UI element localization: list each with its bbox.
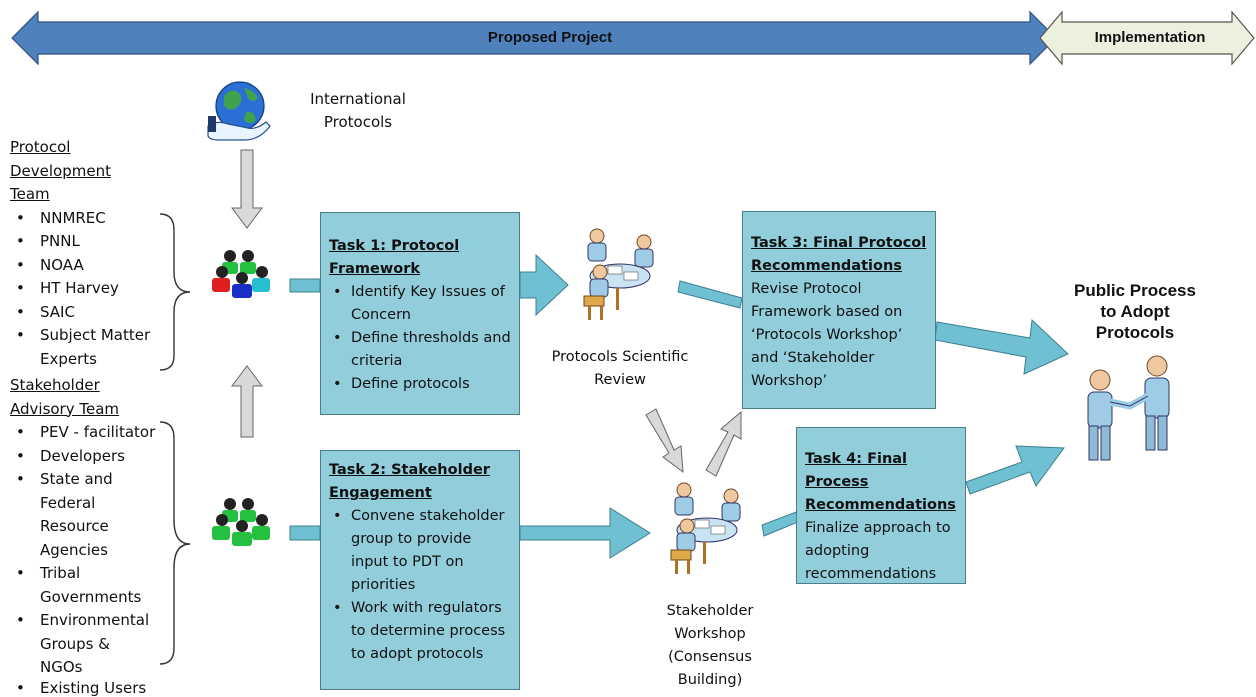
task1-box: Task 1: Protocol Framework Identify Key … — [320, 212, 520, 415]
task1-title: Framework — [329, 261, 421, 277]
workshop-meeting-icon — [670, 482, 741, 574]
implementation-label: Implementation — [1094, 29, 1206, 46]
task1-bullet: Identify Key Issues of Concern — [333, 281, 511, 327]
sat-member-cont: Resource — [40, 517, 109, 535]
sat-member-cont: NGOs — [40, 658, 83, 676]
task1-bullet: Define protocols — [333, 373, 511, 396]
sat-member-cont: Groups & — [40, 634, 110, 653]
pdt-member: PNNL — [16, 230, 170, 254]
gray-arrow-workshop-to-task3 — [705, 410, 742, 477]
gray-arrow-review-to-workshop — [645, 408, 684, 474]
arrow-sat-to-task2 — [289, 525, 321, 541]
sat-member: Tribal — [16, 562, 170, 586]
pdt-member: HT Harvey — [16, 277, 170, 301]
arrow-task4-to-public — [965, 445, 1065, 495]
task2-bullet: Work with regulators to determine proces… — [333, 597, 511, 666]
sat-member-cont: Agencies — [40, 540, 108, 559]
sat-heading-line: Advisory Team — [10, 399, 120, 418]
task2-title: Engagement — [329, 485, 432, 501]
task1-title: Task 1: Protocol — [329, 238, 460, 254]
review-meeting-icon — [583, 228, 654, 320]
arrow-task3-to-public — [934, 318, 1069, 375]
arrow-task1-to-review — [519, 253, 569, 317]
sat-member-cont: Federal — [40, 493, 96, 512]
task4-box: Task 4: Final Process Recommendations Fi… — [796, 427, 966, 584]
globe-hand-icon — [207, 81, 271, 141]
pdt-brace — [159, 213, 191, 371]
international-protocols-label: International Protocols — [310, 90, 406, 131]
sat-member: PEV - facilitator — [16, 421, 170, 445]
sat-brace — [159, 421, 191, 665]
implementation-banner — [1039, 10, 1255, 66]
task3-title: Recommendations — [751, 258, 902, 274]
pdt-list: Protocol Development Team NNMREC PNNL NO… — [10, 136, 170, 371]
workshop-caption: Stakeholder Workshop (Consensus Building… — [666, 603, 754, 688]
gray-arrow-down — [231, 149, 263, 229]
review-caption: Protocols Scientific Review — [551, 349, 689, 388]
pdt-member: NNMREC — [16, 207, 170, 231]
task2-bullet: Convene stakeholder group to provide inp… — [333, 505, 511, 597]
proposed-project-label: Proposed Project — [487, 29, 613, 46]
sat-list: Stakeholder Advisory Team PEV - facilita… — [10, 374, 170, 696]
pdt-heading-line: Development — [10, 161, 111, 180]
sat-people-icon — [212, 498, 270, 546]
pdt-member: Subject Matter — [16, 324, 170, 348]
handshake-icon — [1087, 355, 1170, 461]
sat-heading-line: Stakeholder — [10, 376, 100, 394]
task3-title: Task 3: Final Protocol — [751, 235, 927, 251]
pdt-member: NOAA — [16, 254, 170, 278]
pdt-people-icon — [212, 250, 270, 298]
sat-member: Environmental — [16, 609, 170, 633]
task4-title: Recommendations — [805, 497, 956, 513]
task4-title: Task 4: Final Process — [805, 451, 908, 490]
gray-arrow-up — [231, 365, 263, 438]
task3-box: Task 3: Final Protocol Recommendations R… — [742, 211, 936, 409]
arrow-workshop-to-task4 — [761, 511, 799, 537]
arrow-review-to-task3 — [677, 280, 743, 309]
sat-member: Existing Users — [16, 680, 170, 696]
task2-title: Task 2: Stakeholder — [329, 462, 490, 478]
public-process-label: Public Process to Adopt Protocols — [1074, 281, 1196, 342]
task3-body: Revise Protocol Framework based on ‘Prot… — [751, 281, 903, 389]
pdt-heading-line: Team — [10, 185, 50, 203]
sat-member: State and — [16, 468, 170, 492]
pdt-heading-line: Protocol — [10, 138, 71, 156]
arrow-task2-to-workshop — [519, 507, 651, 559]
pdt-member: SAIC — [16, 301, 170, 325]
sat-member: Developers — [16, 445, 170, 469]
task2-box: Task 2: Stakeholder Engagement Convene s… — [320, 450, 520, 690]
sat-member-cont: Governments — [40, 587, 142, 606]
task4-body: Finalize approach to adopting recommenda… — [805, 520, 951, 582]
arrow-pdt-to-task1 — [289, 278, 321, 293]
pdt-member-cont: Experts — [40, 349, 97, 368]
task1-bullet: Define thresholds and criteria — [333, 327, 511, 373]
